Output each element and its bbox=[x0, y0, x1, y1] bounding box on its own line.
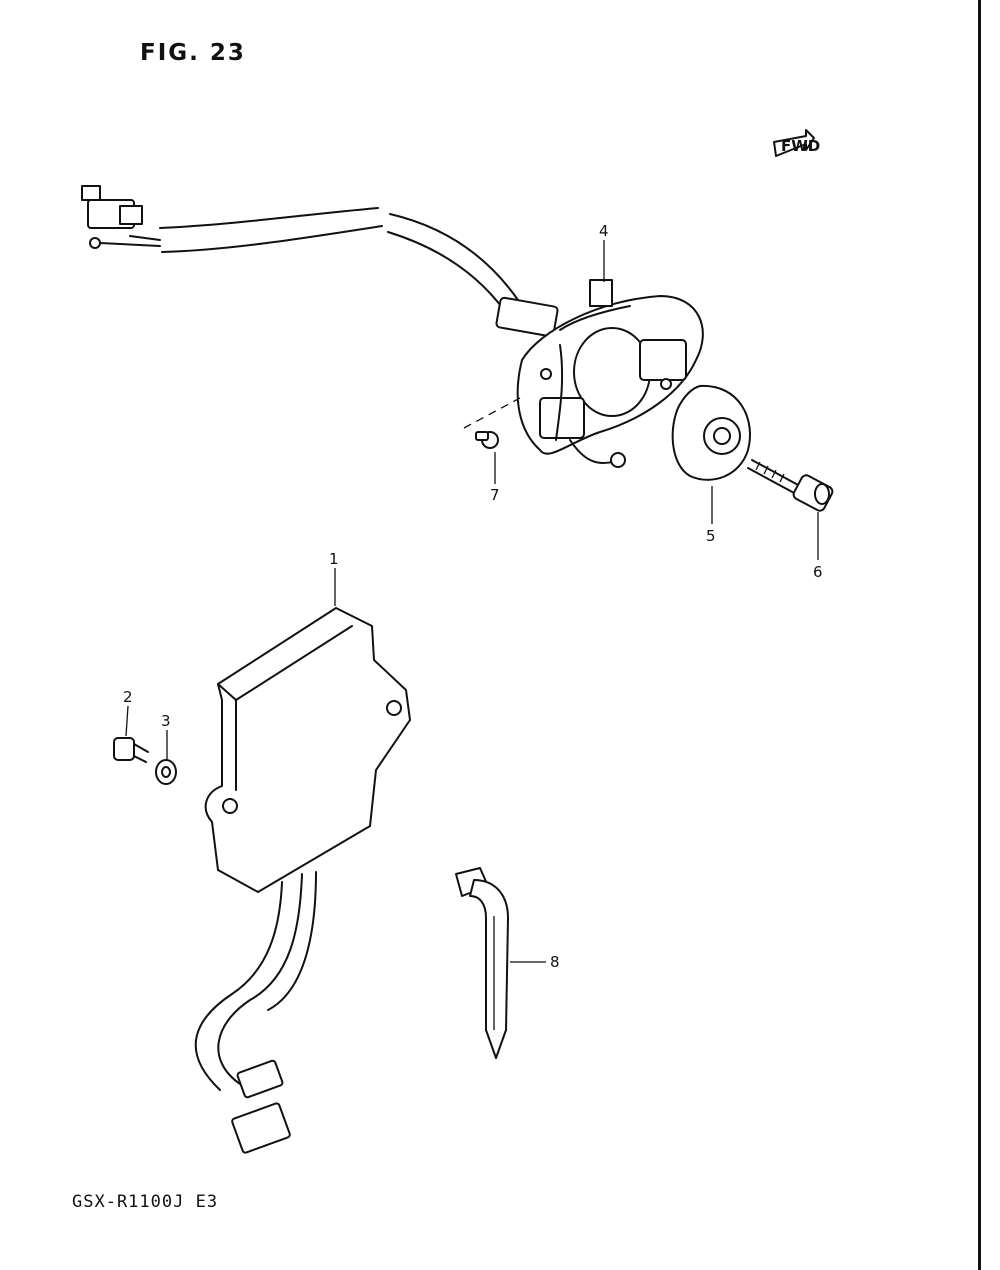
fwd-arrow-icon: FWD bbox=[773, 129, 820, 157]
signal-rotor-part-5 bbox=[671, 384, 751, 481]
page-edge-rule bbox=[978, 0, 981, 1270]
callout-8: 8 bbox=[550, 953, 560, 971]
screw-part-7 bbox=[475, 431, 499, 449]
washer-part-3 bbox=[155, 759, 177, 785]
bolt-part-2 bbox=[113, 737, 149, 763]
callout-4: 4 bbox=[599, 222, 609, 240]
clamp-part-8 bbox=[455, 867, 509, 1059]
callout-3: 3 bbox=[161, 712, 171, 730]
callout-2: 2 bbox=[123, 688, 133, 706]
callout-5: 5 bbox=[706, 527, 716, 545]
callout-1: 1 bbox=[329, 550, 339, 568]
model-code: GSX-R1100J E3 bbox=[72, 1192, 219, 1212]
callout-7: 7 bbox=[490, 486, 500, 504]
igniter-unit-part-1 bbox=[194, 607, 411, 1154]
bolt-part-6 bbox=[747, 459, 834, 512]
pickup-coil-assembly bbox=[81, 185, 704, 468]
callout-6: 6 bbox=[813, 563, 823, 581]
fwd-label: FWD bbox=[781, 137, 820, 155]
leader-lines bbox=[125, 240, 819, 963]
figure-title: FIG. 23 bbox=[140, 40, 246, 66]
